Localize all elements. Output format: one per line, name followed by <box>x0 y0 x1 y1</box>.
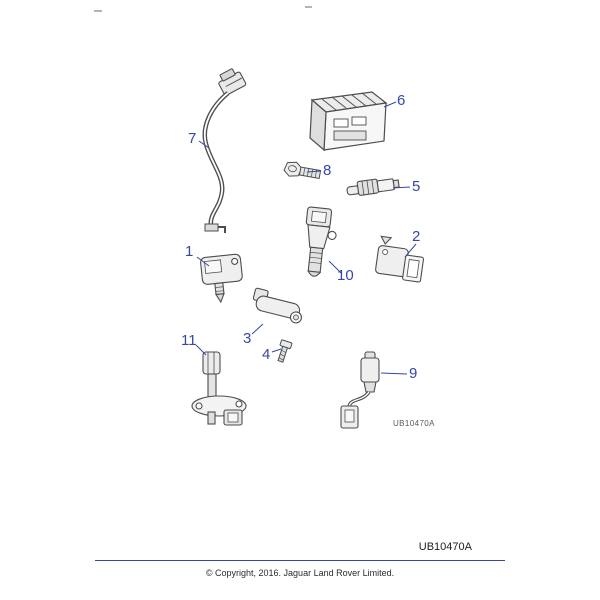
leader-line-6 <box>383 101 397 108</box>
part-9-sensor-drawing <box>340 351 380 429</box>
callout-4: 4 <box>262 346 271 363</box>
callout-7: 7 <box>188 130 197 147</box>
callout-1: 1 <box>185 243 194 260</box>
part-7-harness-drawing <box>202 68 247 233</box>
callout-3: 3 <box>243 330 252 347</box>
part-5-sensor-drawing <box>346 178 400 196</box>
callout-8: 8 <box>323 162 332 179</box>
part-8-bolt-drawing <box>283 161 322 180</box>
callout-9: 9 <box>409 365 418 382</box>
leader-line-2 <box>404 243 417 258</box>
leader-line-4 <box>271 348 282 353</box>
leader-line-8 <box>306 170 322 173</box>
part-1-sensor-drawing <box>200 253 243 304</box>
footer-rule <box>95 560 505 561</box>
leader-lines <box>195 101 417 375</box>
callout-10: 10 <box>337 267 354 284</box>
leader-line-7 <box>198 140 210 149</box>
callout-6: 6 <box>397 92 406 109</box>
leader-line-5 <box>392 186 411 189</box>
leader-line-11 <box>195 344 207 356</box>
callout-11: 11 <box>181 332 197 349</box>
part-2-sensor-drawing <box>375 235 425 283</box>
leader-line-1 <box>196 256 210 267</box>
part-10-sensor-drawing <box>305 206 337 277</box>
registration-marks <box>94 6 312 12</box>
leader-line-10 <box>328 260 342 274</box>
leader-line-3 <box>251 323 264 335</box>
watermark-code: UB10470A <box>393 419 435 428</box>
leader-line-9 <box>380 372 408 375</box>
part-4-bolt-drawing <box>277 339 293 363</box>
callout-5: 5 <box>412 178 421 195</box>
callout-2: 2 <box>412 228 421 245</box>
part-6-relay-module-drawing <box>309 91 388 152</box>
part-11-sensor-drawing <box>191 351 247 426</box>
part-3-sensor-drawing <box>252 287 302 324</box>
footer-code: UB10470A <box>418 541 472 553</box>
copyright-text: © Copyright, 2016. Jaguar Land Rover Lim… <box>205 568 395 578</box>
